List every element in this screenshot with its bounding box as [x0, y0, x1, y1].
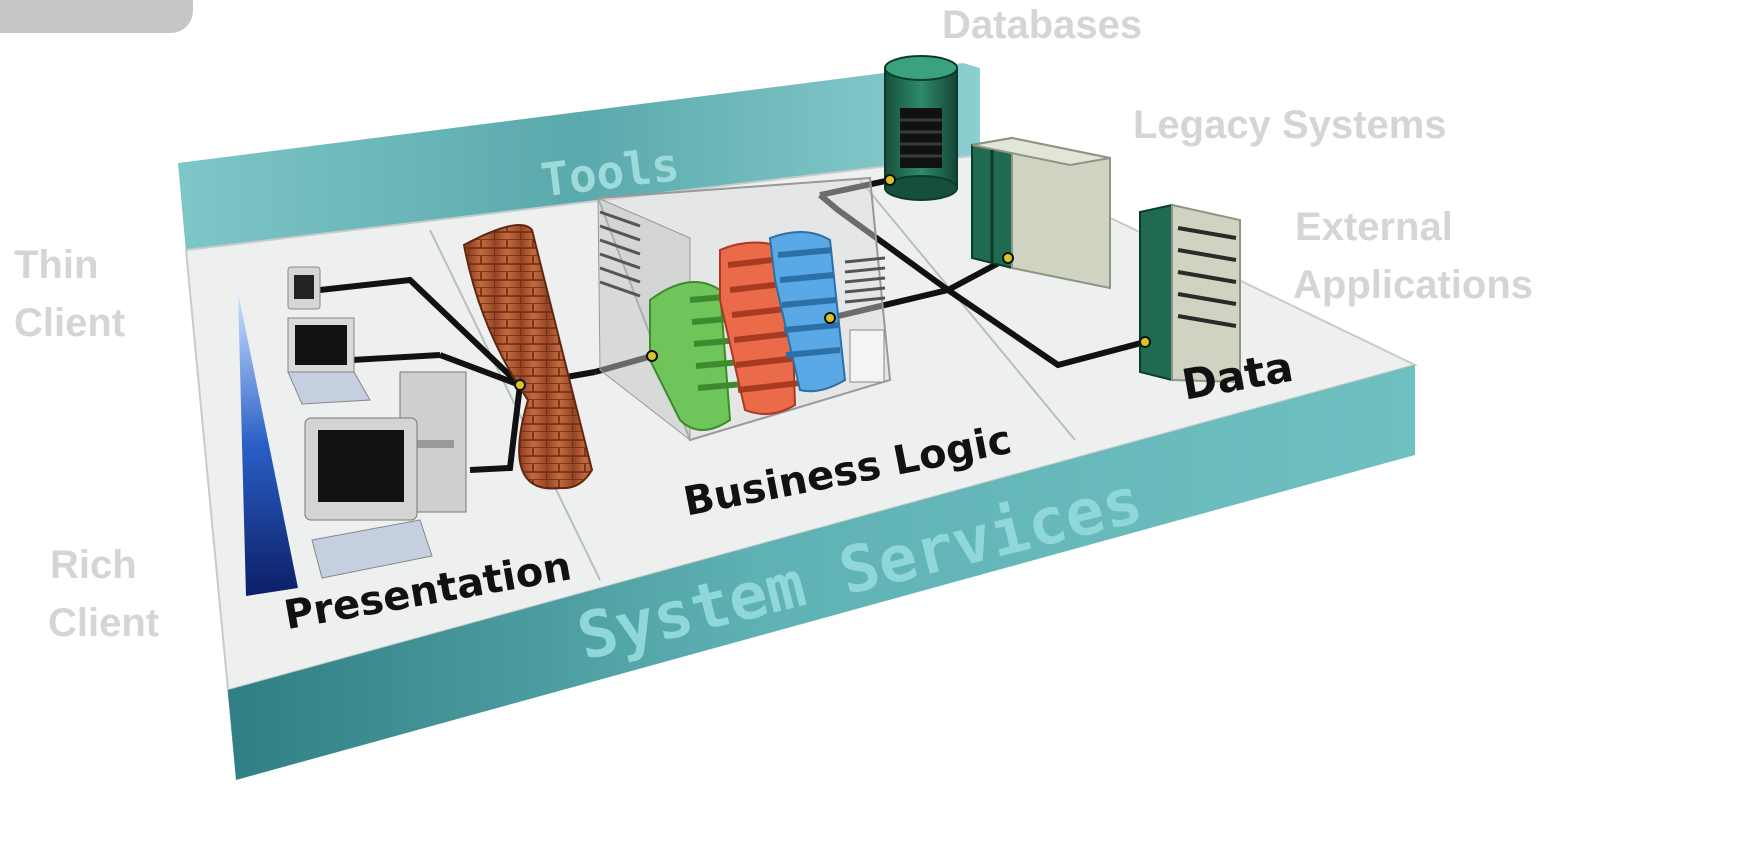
gear-green-icon — [649, 281, 744, 431]
external-applications-line-2: Applications — [1293, 263, 1534, 307]
network-line-presentation — [319, 276, 596, 473]
database-icon — [884, 55, 958, 201]
rich-client-label: Rich Client — [48, 536, 159, 652]
tools-back-wall — [178, 63, 980, 250]
laptop-device — [287, 317, 371, 405]
legacy-systems-label: Legacy Systems — [1133, 103, 1447, 147]
external-applications-label: External Applications — [1293, 198, 1533, 314]
legacy-server-icon — [971, 136, 1111, 290]
desktop-computer — [304, 371, 467, 579]
rich-client-line-1: Rich — [50, 543, 137, 587]
external-app-server-icon — [1139, 203, 1241, 384]
databases-label: Databases — [942, 3, 1143, 47]
tier-divider-right — [859, 179, 1076, 441]
external-applications-line-1: External — [1295, 205, 1453, 249]
server-door — [849, 329, 885, 383]
thin-client-line-1: Thin — [14, 243, 99, 287]
gear-blue-icon — [768, 230, 847, 393]
thin-client-label: Thin Client — [14, 236, 125, 352]
firewall-icon — [462, 224, 594, 490]
corner-tab — [0, 0, 193, 33]
connector-dots — [514, 174, 1151, 391]
rich-client-line-2: Client — [48, 601, 160, 645]
pda-device — [287, 266, 321, 310]
system-services-front-wall — [228, 365, 1415, 780]
client-spectrum-wedge — [238, 292, 298, 596]
thin-client-line-2: Client — [14, 301, 126, 345]
